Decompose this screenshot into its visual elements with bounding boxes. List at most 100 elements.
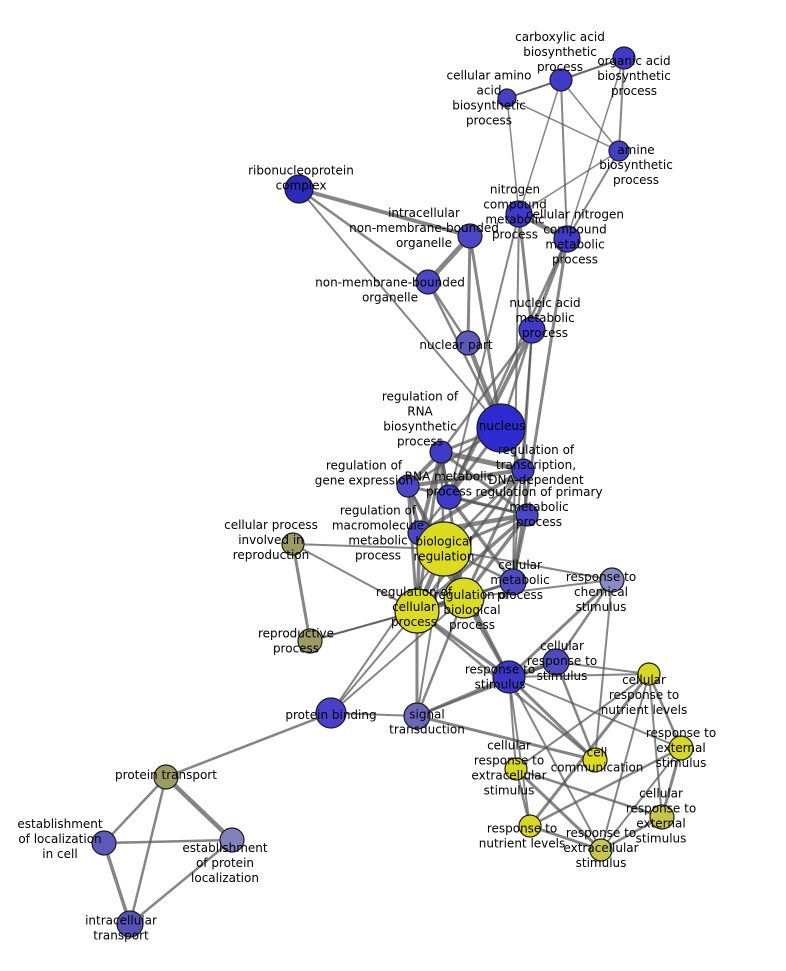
graph-node-pb[interactable] — [315, 697, 347, 729]
graph-edge-st-robp[interactable] — [415, 596, 466, 718]
graph-edge-crnl-res[interactable] — [647, 672, 683, 750]
graph-node-cab[interactable] — [549, 68, 573, 92]
graph-edge-res-rextra[interactable] — [600, 747, 682, 851]
graph-edge-crs-rcs[interactable] — [554, 578, 614, 664]
graph-edge-rnam-rpm[interactable] — [447, 495, 529, 517]
graph-edge-cab-ncm[interactable] — [518, 79, 562, 215]
graph-node-cres_extra[interactable] — [504, 757, 528, 781]
graph-edge-rnl-rextra[interactable] — [528, 824, 603, 852]
graph-edge-epl-it[interactable] — [128, 838, 234, 926]
graph-node-ncm[interactable] — [505, 200, 533, 228]
graph-node-inmbo[interactable] — [457, 223, 483, 249]
graph-node-nmbo[interactable] — [415, 269, 441, 295]
graph-edge-cncm-cmp[interactable] — [511, 237, 569, 584]
graph-edge-pt-elc[interactable] — [102, 775, 168, 845]
graph-edge-cres_extra-rextra[interactable] — [514, 767, 603, 852]
graph-edge-cc-crs[interactable] — [554, 660, 597, 762]
graph-edge-rnp-nuc[interactable] — [298, 188, 502, 429]
graph-edge-rstim-rextra[interactable] — [508, 676, 602, 851]
graph-node-cc[interactable] — [582, 747, 608, 773]
graph-edge-cpir-repro[interactable] — [291, 542, 312, 643]
graph-node-oab[interactable] — [612, 46, 636, 70]
graph-node-crnl[interactable] — [637, 662, 661, 686]
graph-edge-crnl-cres_extra[interactable] — [515, 673, 650, 770]
graph-edge-oab-cncm[interactable] — [566, 57, 625, 240]
graph-edge-elc-it[interactable] — [102, 841, 132, 926]
graph-edge-nam-cmp[interactable] — [512, 329, 533, 583]
graph-edge-rcs-robp[interactable] — [463, 579, 613, 599]
graph-edge-pt-epl[interactable] — [163, 774, 235, 843]
graph-node-cres_ext[interactable] — [649, 804, 675, 830]
graph-node-res[interactable] — [668, 735, 694, 761]
graph-edge-rnp-inmbo[interactable] — [297, 187, 472, 238]
graph-edge-pt-it[interactable] — [128, 775, 168, 926]
graph-edge-nam-rrb[interactable] — [439, 328, 534, 454]
graph-node-repro[interactable] — [297, 628, 323, 654]
graph-node-nam[interactable] — [518, 316, 546, 344]
graph-node-robp[interactable] — [443, 577, 485, 619]
graph-edge-ab-ncm[interactable] — [518, 150, 620, 215]
graph-node-npart[interactable] — [455, 330, 481, 356]
graph-edge-st-bigreg[interactable] — [416, 548, 445, 717]
graph-edge-cpir-rocp[interactable] — [292, 543, 418, 612]
graph-edge-caab-ncm[interactable] — [506, 97, 520, 215]
graph-edge-crnl-rextra[interactable] — [600, 673, 650, 851]
graph-node-cncm[interactable] — [553, 225, 581, 253]
graph-node-rtdd[interactable] — [511, 458, 535, 482]
graph-edge-epl-elc[interactable] — [102, 838, 234, 845]
graph-node-st[interactable] — [403, 702, 431, 730]
graph-edge-pb-robp[interactable] — [330, 597, 465, 714]
graph-edge-pb-pt[interactable] — [164, 711, 333, 779]
graph-node-rnam[interactable] — [436, 484, 462, 510]
graph-node-ab[interactable] — [608, 140, 630, 162]
graph-edge-rnam-cmp[interactable] — [447, 495, 515, 584]
graph-edge-rnp-nmbo[interactable] — [297, 187, 430, 284]
graph-node-it[interactable] — [116, 910, 144, 938]
graph-edge-crs-st[interactable] — [415, 660, 558, 718]
graph-edge-rstim-cc[interactable] — [507, 675, 597, 762]
graph-edge-cab-cncm[interactable] — [560, 79, 568, 240]
graph-node-epl[interactable] — [219, 827, 245, 853]
graph-edge-cc-rcs[interactable] — [594, 579, 613, 761]
graph-node-rpm[interactable] — [515, 503, 539, 527]
graph-node-rcs[interactable] — [599, 567, 625, 593]
graph-node-pt[interactable] — [153, 764, 179, 790]
graph-edge-rstim-rnl[interactable] — [508, 676, 531, 827]
graph-edge-pb-bigreg[interactable] — [330, 548, 445, 714]
graph-node-elc[interactable] — [91, 830, 117, 856]
graph-node-nuc[interactable] — [476, 403, 526, 453]
graph-edge-inmbo-npart[interactable] — [466, 234, 472, 345]
graph-node-cmp[interactable] — [499, 568, 527, 596]
graph-edge-rstim-rcs[interactable] — [507, 578, 614, 679]
graph-node-rocp[interactable] — [394, 588, 440, 634]
graph-edge-cc-st[interactable] — [415, 714, 597, 762]
graph-edge-rcs-bigreg[interactable] — [443, 548, 613, 581]
graph-node-caab[interactable] — [497, 88, 517, 108]
graph-edge-rrb-rpm[interactable] — [439, 450, 529, 517]
graph-edge-rtdd-rge[interactable] — [406, 468, 525, 488]
graph-edge-rtdd-robp[interactable] — [462, 468, 525, 600]
graph-node-rextra[interactable] — [589, 838, 613, 862]
graph-edge-repro-robp[interactable] — [309, 597, 465, 642]
graph-edge-oab-ab[interactable] — [618, 57, 625, 152]
graph-edge-rrb-rtdd[interactable] — [438, 449, 526, 473]
graph-node-rstim[interactable] — [492, 660, 526, 694]
graph-edge-rstim-crnl[interactable] — [508, 673, 650, 678]
graph-edge-cres_extra-cres_ext[interactable] — [514, 767, 664, 819]
graph-edge-ab-cncm[interactable] — [566, 150, 620, 240]
graph-node-cpir[interactable] — [281, 532, 305, 556]
graph-node-crs[interactable] — [542, 648, 570, 676]
graph-node-rge[interactable] — [396, 474, 420, 498]
graph-edge-crnl-cres_ext[interactable] — [648, 673, 663, 818]
graph-edge-cab-ab[interactable] — [560, 79, 620, 152]
graph-node-rnl[interactable] — [518, 814, 542, 838]
graph-edge-crs-crnl[interactable] — [555, 661, 650, 675]
graph-edge-ncm-rnam[interactable] — [448, 213, 520, 498]
graph-node-bigreg[interactable] — [416, 521, 472, 577]
graph-edge-res-rnl[interactable] — [528, 746, 683, 828]
graph-node-rrb[interactable] — [429, 440, 453, 464]
graph-edge-ncm-nam[interactable] — [517, 212, 534, 332]
graph-node-rnp[interactable] — [284, 174, 314, 204]
edges-layer — [102, 57, 683, 926]
